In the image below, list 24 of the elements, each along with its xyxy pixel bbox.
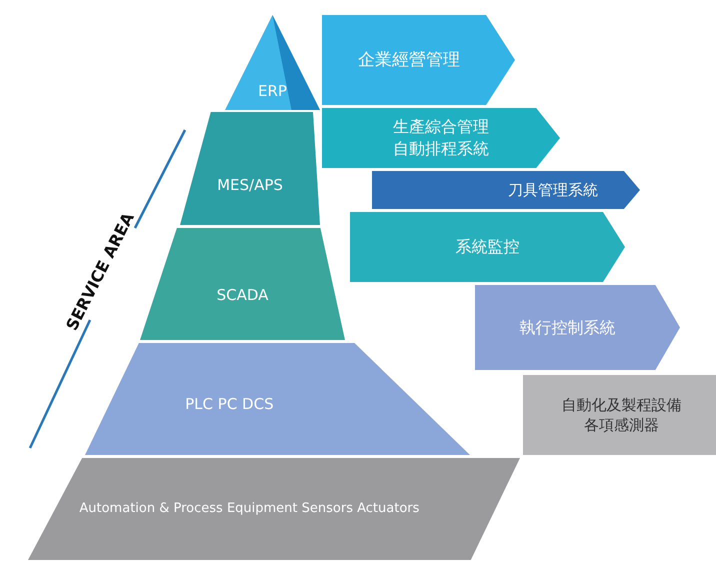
banner-label: 執行控制系統 [519,316,616,338]
banner-label: 企業經營管理 [358,48,460,72]
tier-label: SCADA [216,285,268,306]
tier-label: Automation & Process Equipment Sensors Actuators [79,500,420,518]
pyramid-tier [225,15,320,110]
label-banner [523,375,716,455]
label-banner [350,212,625,282]
tier-label: PLC PC DCS [185,394,274,415]
tier-label: ERP [258,80,287,102]
pyramid-tier [28,458,520,560]
label-banner [475,285,680,370]
label-banner [372,171,640,209]
banner-label: 各項感測器 [584,415,659,436]
banner-label: 自動排程系統 [392,138,489,160]
banner-label: 刀具管理系統 [508,180,598,200]
pyramid-tier [180,112,320,225]
label-banner [322,15,515,105]
banner-label: 系統監控 [456,236,520,258]
pyramid-tier [85,343,470,455]
label-banner [322,108,560,168]
tier-label: MES/APS [217,175,283,196]
banner-label: 生產綜合管理 [392,116,489,138]
banner-label: 自動化及製程設備 [561,394,682,415]
pyramid-tier [140,228,345,340]
